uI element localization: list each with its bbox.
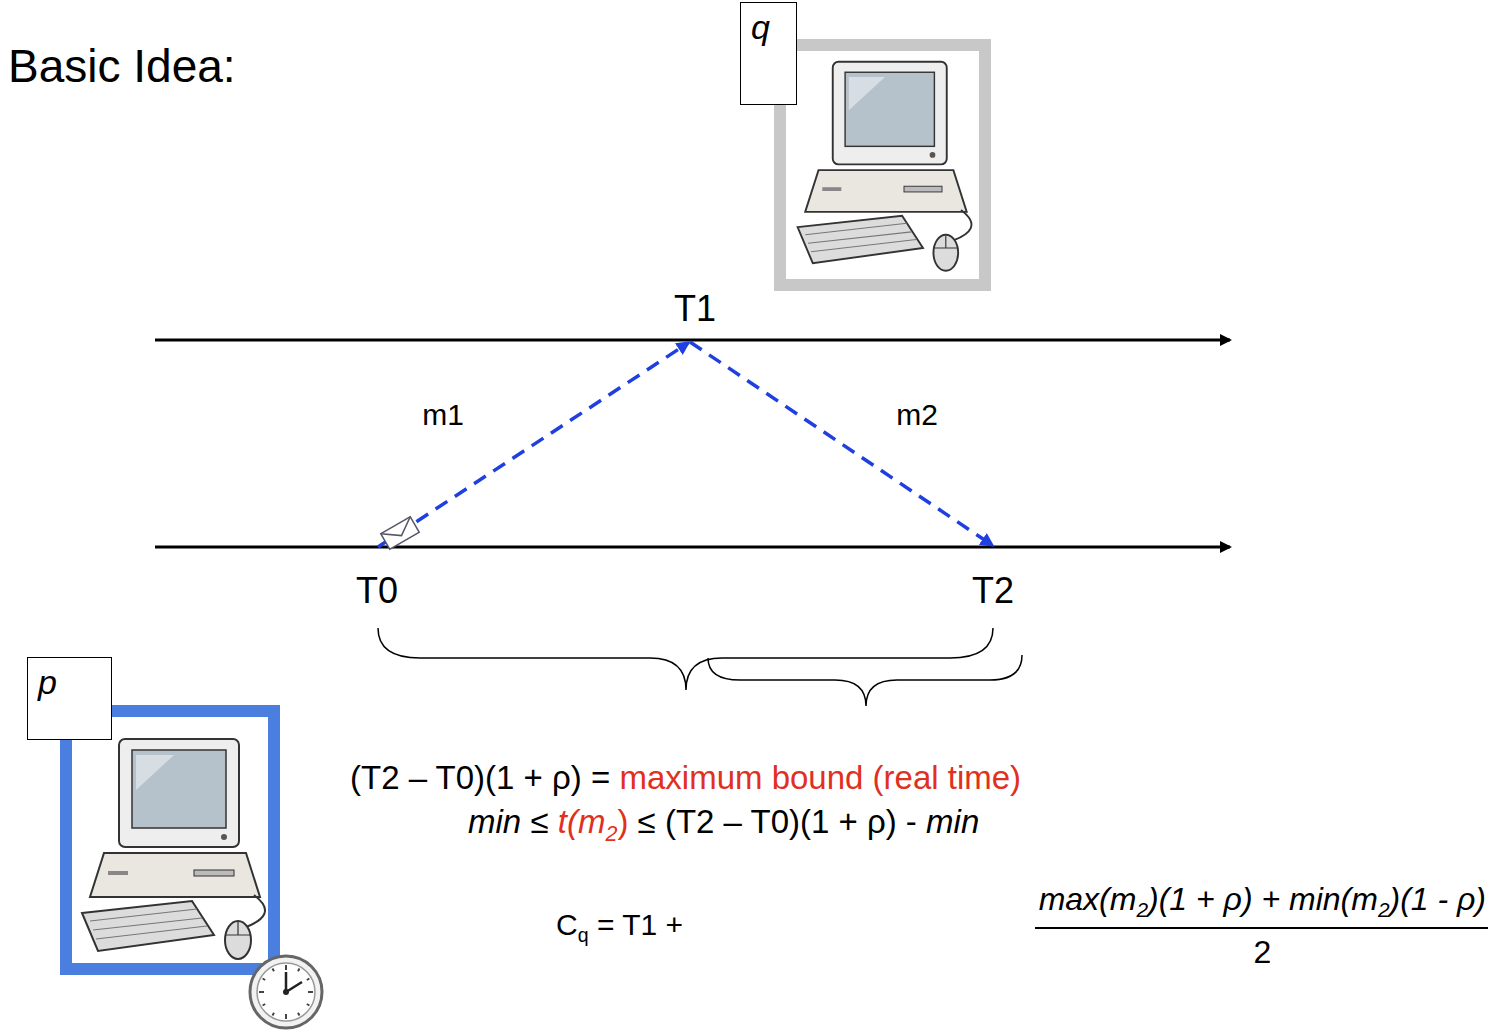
formula-part: ≤ (T2 – T0)(1 + ρ) - [638, 803, 917, 840]
clock-formula: Cq = T1 + [556, 907, 683, 947]
message-name: m2 [896, 398, 938, 433]
formula-part: 2 [1253, 934, 1271, 970]
formula-part: )(1 - ρ) [1389, 881, 1486, 917]
fraction-denominator: 2 [1253, 933, 1271, 971]
time-mark: T2 [972, 570, 1014, 611]
host-label-box: p [27, 657, 112, 740]
formula-part: 2 [1136, 898, 1148, 921]
bound-equation: (T2 – T0)(1 + ρ) =maximum bound (real ti… [350, 758, 1021, 798]
formula-part: C [556, 908, 578, 941]
formula-part: = T1 + [597, 908, 683, 941]
formula-part: min [468, 803, 521, 840]
message-name: m1 [422, 398, 464, 433]
fraction-numerator: max(m2)(1 + ρ) + min(m2)(1 - ρ) [1039, 880, 1486, 923]
host-name: q [741, 3, 796, 52]
formula-part: t(m [558, 803, 606, 840]
formula-part: (T2 – T0)(1 + ρ) = [350, 759, 610, 796]
host-name: p [28, 658, 111, 707]
host-label-box: q [740, 2, 797, 105]
formula-part: q [578, 924, 589, 946]
formula-part: ≤ [530, 803, 548, 840]
formula-part: 2 [1378, 898, 1390, 921]
fraction-bar [1035, 927, 1488, 929]
formula-part: maximum bound (real time) [619, 759, 1021, 796]
formula-part: )(1 + ρ) + min(m [1148, 881, 1378, 917]
formula-part: 2 [605, 822, 617, 846]
formula-part: max(m [1039, 881, 1137, 917]
formula-part: ) [617, 803, 628, 840]
time-mark: T1 [674, 288, 716, 329]
slide-title: Basic Idea: [8, 40, 236, 93]
time-mark: T0 [356, 570, 398, 611]
formula-part: min [926, 803, 979, 840]
delay-inequality: min≤t(m2)≤ (T2 – T0)(1 + ρ) -min [468, 802, 979, 847]
